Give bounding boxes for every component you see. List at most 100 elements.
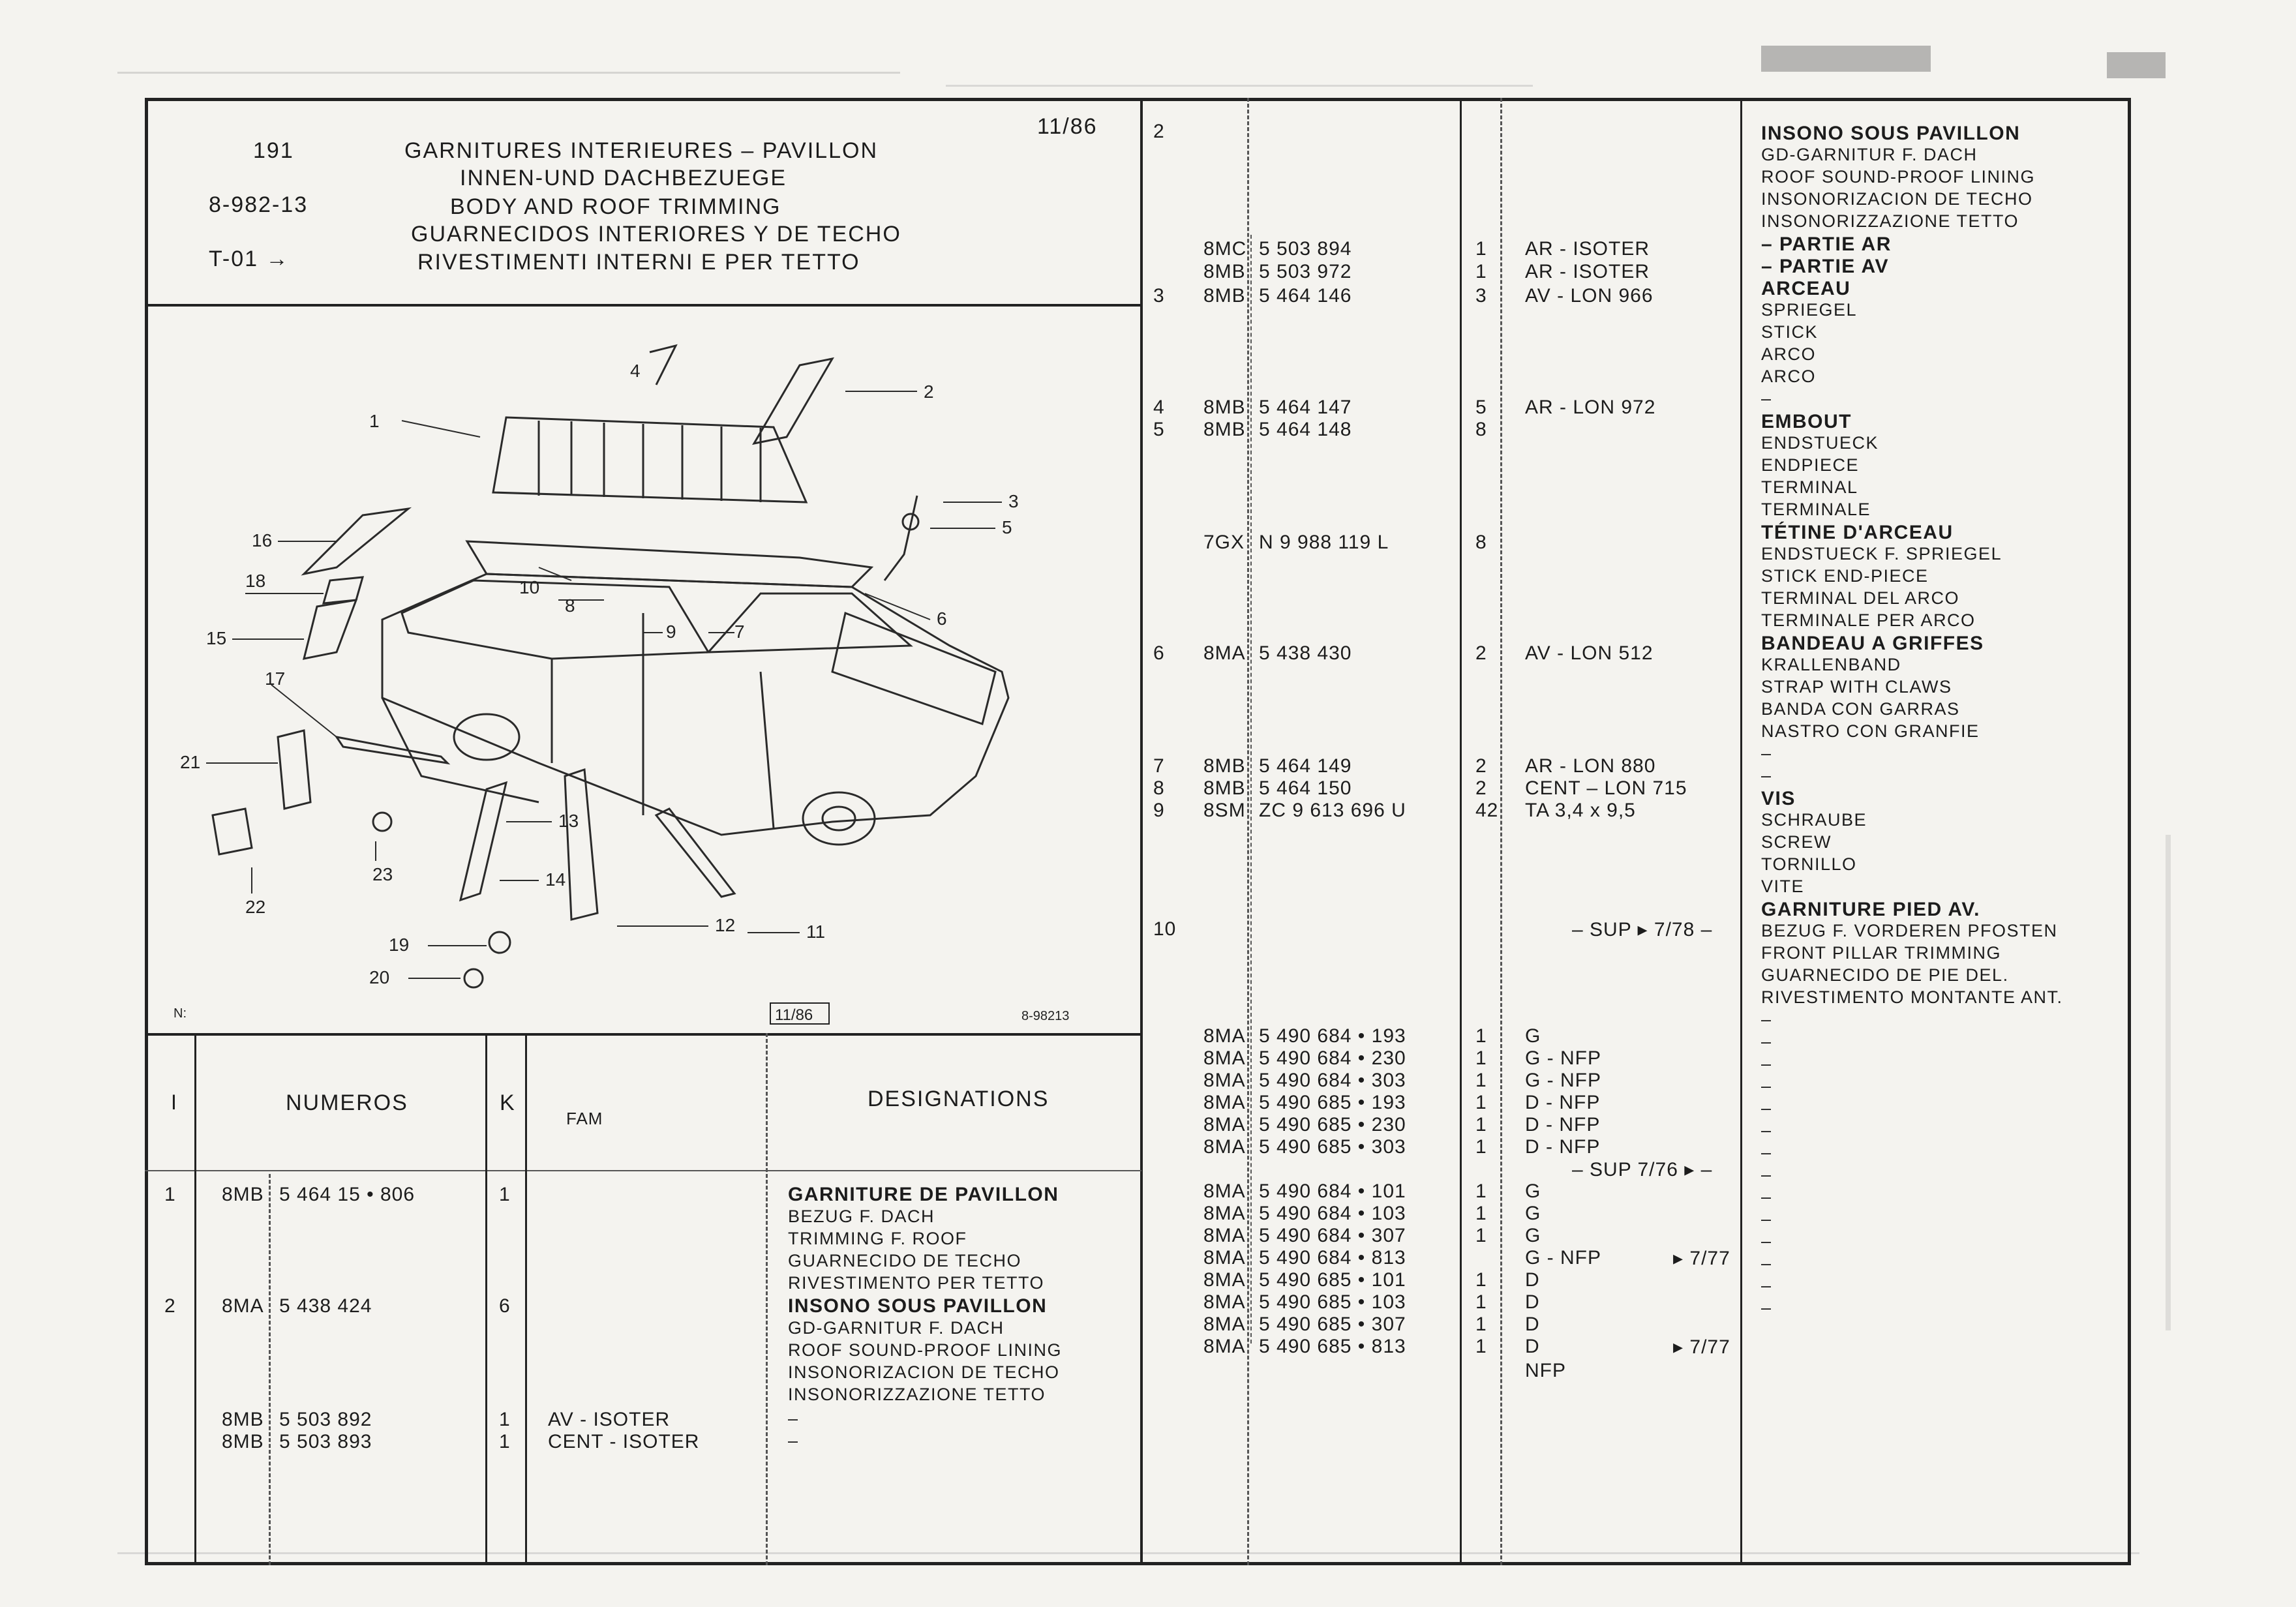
right-row-prefix: 8MA — [1203, 642, 1246, 664]
part-5 — [901, 513, 920, 531]
right-row-k: 2 — [1475, 642, 1487, 664]
row-desig-3: INSONORIZACION DE TECHO — [788, 1362, 1060, 1382]
right-row-fam: G — [1525, 1225, 1541, 1246]
right-row-num: 5 490 684 • 813 — [1259, 1247, 1406, 1269]
right-row-num: 5 464 149 — [1259, 755, 1352, 777]
right-row-k: 8 — [1475, 419, 1487, 440]
title-es: GUARNECIDOS INTERIORES Y DE TECHO — [411, 222, 901, 247]
right-row-k: 5 — [1475, 397, 1487, 418]
right-row-k: 42 — [1475, 800, 1499, 821]
callout-7: 7 — [734, 622, 745, 642]
title-en: BODY AND ROOF TRIMMING — [450, 194, 781, 219]
callout-19: 19 — [389, 935, 409, 955]
row-qty: 1 — [499, 1409, 511, 1430]
row-desig-4: RIVESTIMENTO PER TETTO — [788, 1273, 1045, 1293]
row-index: 1 — [164, 1184, 176, 1205]
left-col-num — [485, 1033, 487, 1565]
right-desig-line: GARNITURE PIED AV. — [1761, 899, 1980, 920]
right-desig-line: TERMINAL — [1761, 477, 1858, 497]
right-row-fam: D — [1525, 1291, 1540, 1313]
right-col-prefix — [1250, 235, 1252, 1344]
row-desig-2: ROOF SOUND-PROOF LINING — [788, 1340, 1063, 1360]
callout-11: 11 — [806, 922, 825, 942]
right-row-idx: 3 — [1153, 285, 1165, 307]
right-row-prefix: 8MB — [1203, 755, 1246, 777]
row-prefix: 8MB — [222, 1184, 264, 1205]
right-row-num: 5 490 685 • 103 — [1259, 1291, 1406, 1313]
part-17 — [334, 735, 451, 765]
right-row-prefix: 8MA — [1203, 1291, 1246, 1313]
left-col-prefix — [269, 1174, 271, 1565]
right-desig-line: ENDSTUECK F. SPRIEGEL — [1761, 544, 2002, 563]
right-row-fam: G — [1525, 1180, 1541, 1202]
right-row-fam: G - NFP — [1525, 1070, 1601, 1091]
right-row-fam: AV - LON 966 — [1525, 285, 1654, 307]
right-desig-line: – — [1761, 743, 1772, 763]
callout-15: 15 — [206, 628, 226, 648]
reference-arrow: T-01 → — [209, 247, 290, 271]
right-row-prefix: 8MB — [1203, 777, 1246, 799]
right-desig-line: – — [1761, 1165, 1772, 1184]
row-part-number: 5 503 892 — [279, 1409, 372, 1430]
right-desig-line: STICK — [1761, 322, 1819, 342]
row-qty: 6 — [499, 1295, 511, 1317]
right-row-fam: D - NFP — [1525, 1092, 1601, 1113]
callout-20: 20 — [369, 967, 389, 987]
right-row-prefix: 8MA — [1203, 1336, 1246, 1357]
right-row-k: 3 — [1475, 285, 1487, 307]
row-part-number: 5 438 424 — [279, 1295, 372, 1317]
row-desig-0: – — [788, 1409, 799, 1428]
right-row-fam: G - NFP — [1525, 1247, 1601, 1269]
callout-13: 13 — [558, 811, 579, 831]
right-row-num: 5 490 685 • 813 — [1259, 1336, 1406, 1357]
right-desig-line: – — [1761, 1209, 1772, 1229]
diagram-stamp: 11/86 — [775, 1006, 813, 1024]
right-desig-line: FRONT PILLAR TRIMMING — [1761, 943, 2002, 963]
left-col-k — [525, 1033, 527, 1565]
right-row-prefix: 8MA — [1203, 1025, 1246, 1047]
title-it: RIVESTIMENTI INTERNI E PER TETTO — [417, 250, 860, 275]
right-row-prefix: 8MB — [1203, 397, 1246, 418]
right-row-fam: D - NFP — [1525, 1136, 1601, 1158]
part-13 — [459, 781, 508, 902]
callout-3: 3 — [1008, 491, 1019, 511]
callout-22: 22 — [245, 897, 265, 917]
right-row-fam: D - NFP — [1525, 1114, 1601, 1135]
diagram-divider — [145, 1033, 1141, 1036]
right-desig-line: TORNILLO — [1761, 854, 1857, 874]
callout-14: 14 — [545, 869, 566, 890]
right-row-idx: 7 — [1153, 755, 1165, 777]
right-row-k: 1 — [1475, 1291, 1487, 1313]
row-desig-4: INSONORIZZAZIONE TETTO — [788, 1385, 1046, 1404]
right-row-num: 5 464 150 — [1259, 777, 1352, 799]
diagram-stamp-box — [770, 1002, 830, 1025]
right-row-fam: AR - ISOTER — [1525, 238, 1650, 260]
right-row-idx: 6 — [1153, 642, 1165, 664]
roof-panel — [492, 416, 808, 503]
right-row-prefix: 8MB — [1203, 285, 1246, 307]
right-desig-line: BEZUG F. VORDEREN PFOSTEN — [1761, 921, 2058, 940]
table-header-divider — [145, 1170, 1141, 1171]
callout-10: 10 — [519, 577, 539, 597]
header-k: K — [500, 1090, 516, 1115]
part-4 — [649, 344, 678, 385]
part-3 — [883, 495, 918, 581]
right-row-num: 5 438 430 — [1259, 642, 1352, 664]
right-desig-line: ARCEAU — [1761, 278, 1851, 299]
right-row-prefix: 8MA — [1203, 1225, 1246, 1246]
row-index: 2 — [164, 1295, 176, 1317]
right-row-fam: – SUP 7/76 ▸ – — [1572, 1159, 1713, 1180]
header-fam: FAM — [566, 1109, 603, 1128]
right-row-prefix: 8MA — [1203, 1247, 1246, 1269]
part-21 — [277, 729, 312, 810]
right-desig-line: – — [1761, 1298, 1772, 1317]
right-row-num: 5 490 684 • 307 — [1259, 1225, 1406, 1246]
row-qty: 1 — [499, 1184, 511, 1205]
right-row-num: 5 490 685 • 193 — [1259, 1092, 1406, 1113]
callout-6: 6 — [937, 608, 947, 629]
right-desig-line: – PARTIE AR — [1761, 233, 1892, 255]
callout-18: 18 — [245, 571, 265, 591]
callout-9: 9 — [666, 622, 676, 642]
right-desig-line: TERMINALE — [1761, 500, 1871, 519]
right-row-prefix: 8MA — [1203, 1269, 1246, 1291]
